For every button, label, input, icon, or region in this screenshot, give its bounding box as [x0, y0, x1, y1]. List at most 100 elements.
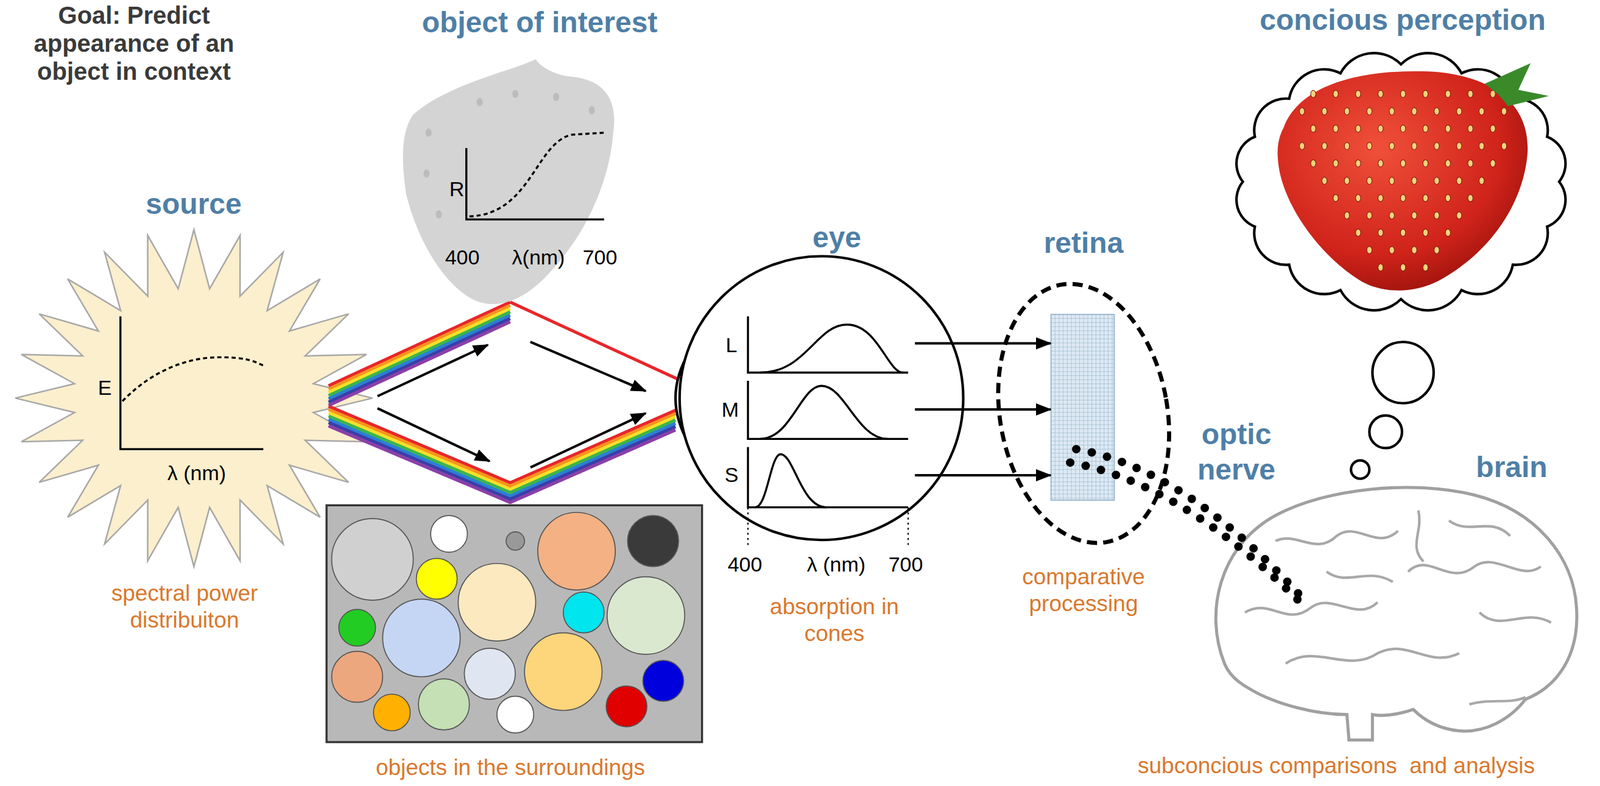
seed	[1422, 194, 1428, 202]
seed	[1389, 211, 1395, 220]
surrounding-object	[627, 515, 679, 567]
axis-label: 700	[888, 551, 924, 577]
seed	[1310, 124, 1316, 133]
thought-cloud	[1236, 52, 1566, 311]
diagram-node: retinacomparative processing	[998, 283, 1170, 543]
light-band	[328, 314, 511, 399]
seed	[476, 98, 483, 106]
light-band	[328, 321, 511, 406]
light-band	[328, 308, 511, 393]
brain-fold	[1408, 562, 1541, 574]
seed	[1355, 229, 1361, 237]
seed	[1490, 124, 1496, 133]
seed	[1366, 177, 1372, 185]
seed	[512, 89, 519, 98]
axis-label: M	[721, 397, 739, 423]
seed	[1333, 159, 1339, 167]
brain-fold	[1326, 571, 1393, 582]
eyeball	[679, 256, 964, 541]
surrounding-object	[458, 563, 536, 641]
surrounding-object	[418, 678, 470, 730]
brain-fold	[1469, 696, 1526, 705]
arrow-connector	[530, 341, 646, 392]
node-heading: retina	[1043, 225, 1124, 261]
arrow-connector	[914, 473, 1051, 477]
tick-line	[747, 507, 909, 547]
light-band	[328, 311, 511, 396]
thought-bubble	[1372, 341, 1434, 404]
brain-fold	[1416, 510, 1424, 562]
brain-fold	[1285, 648, 1460, 664]
seed	[1378, 124, 1384, 133]
seed	[1411, 107, 1417, 116]
seed	[1378, 229, 1384, 237]
plot-axes	[120, 316, 264, 449]
seed	[1299, 142, 1305, 150]
seed	[1434, 246, 1440, 254]
node-heading: object of interest	[422, 4, 658, 41]
seed	[423, 169, 430, 178]
diagram-node: M	[721, 377, 912, 441]
thought-bubble	[1369, 415, 1403, 449]
surrounding-object	[430, 515, 468, 552]
arrow-connector	[377, 344, 488, 396]
seed	[1344, 107, 1350, 116]
seed	[1411, 211, 1417, 220]
plot-axes	[747, 316, 909, 507]
seed	[1411, 177, 1417, 185]
cone-curve	[760, 385, 888, 439]
axis-label: λ (nm)	[167, 460, 226, 486]
object-strawberry-gray	[403, 59, 615, 304]
strawberry	[1277, 71, 1529, 291]
seed	[1366, 246, 1372, 254]
seed	[1467, 194, 1473, 202]
seed	[1321, 177, 1327, 185]
reflectance-curve	[469, 132, 605, 217]
seed	[1389, 107, 1395, 116]
seed	[1378, 90, 1384, 98]
seed	[1355, 124, 1361, 133]
seed	[1411, 142, 1417, 150]
surrounding-object	[373, 693, 410, 731]
light-band	[328, 302, 511, 386]
node-heading: eye	[812, 219, 862, 256]
diagram-node: objects in the surroundings	[326, 504, 703, 742]
seed	[1389, 177, 1395, 185]
diagram-node: eye400λ (nm)700absorption in conesLMS	[679, 255, 964, 540]
node-caption: spectral power distribuiton	[93, 579, 276, 635]
plot-axes	[466, 148, 605, 220]
seed	[1445, 194, 1451, 202]
seed	[1344, 177, 1350, 185]
seed	[1467, 90, 1473, 98]
axis-label: R	[449, 176, 465, 202]
surrounding-object	[331, 518, 414, 600]
seed	[1490, 90, 1496, 98]
brain-fold	[1448, 520, 1511, 536]
diagram-node: S	[721, 442, 912, 508]
seed	[1467, 124, 1473, 133]
seed	[1400, 159, 1406, 167]
seed	[1445, 159, 1451, 167]
axis-label: λ(nm)	[512, 244, 566, 270]
seed	[1411, 246, 1417, 254]
node-caption: comparative processing	[992, 563, 1175, 618]
free-label: optic nerve	[1181, 416, 1292, 487]
seed	[1434, 107, 1440, 116]
diagram-title: Goal: Predict appearance of an object in…	[3, 1, 265, 86]
seed	[1355, 159, 1361, 167]
surrounding-object	[606, 685, 647, 727]
axis-label: λ (nm)	[807, 551, 866, 577]
seed	[1366, 142, 1372, 150]
axis-label: 400	[727, 551, 763, 577]
node-heading: source	[145, 186, 242, 222]
light-band	[328, 422, 677, 500]
seed	[1378, 194, 1384, 202]
seed	[1310, 159, 1316, 167]
node-heading: brain	[1475, 449, 1548, 485]
seed	[1445, 90, 1451, 98]
seed	[1422, 90, 1428, 98]
seed	[1310, 90, 1316, 98]
seed	[1355, 90, 1361, 98]
surrounding-object	[563, 592, 605, 633]
